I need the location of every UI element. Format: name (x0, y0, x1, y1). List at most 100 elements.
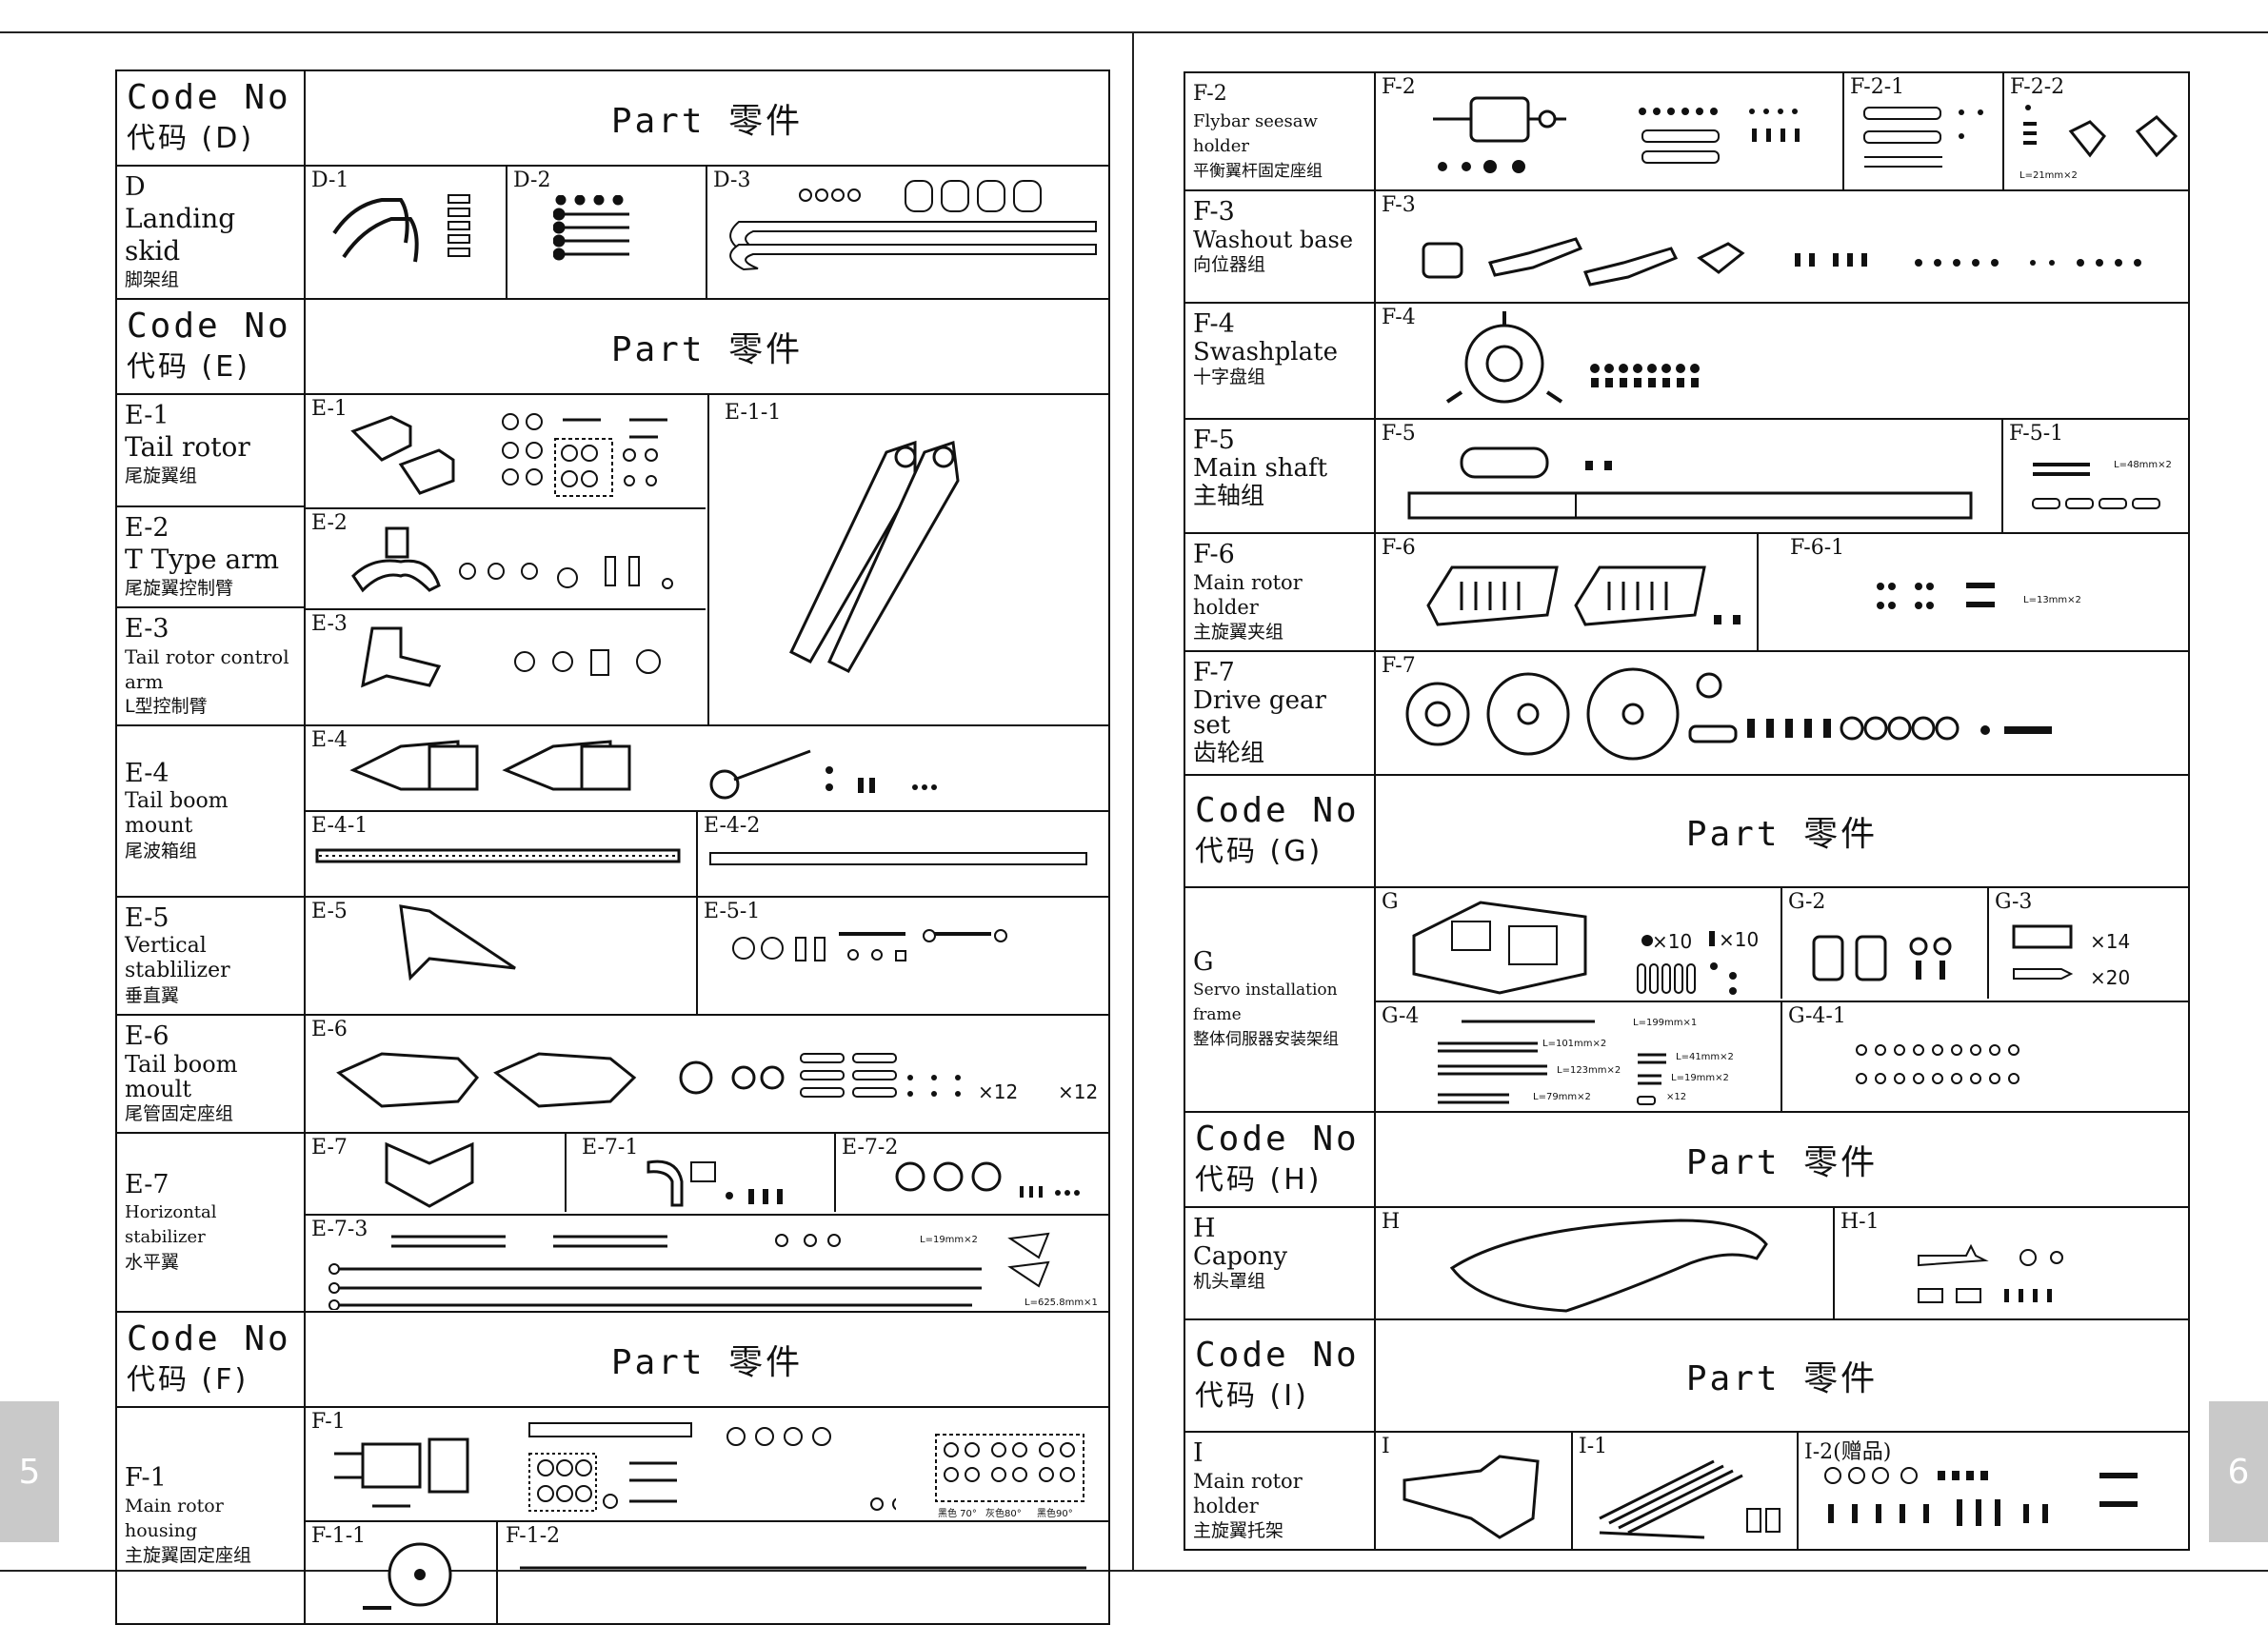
row-label-f6: F-6 Main rotor holder 主旋翼夹组 (1184, 532, 1376, 652)
part-header-i: Part 零件 (1374, 1318, 2190, 1433)
cell-label-f1-2: F-1-2 (506, 1524, 561, 1548)
cell-label-g4: G-4 (1382, 1004, 1420, 1028)
code-header-h: Code No 代码 (H) (1184, 1111, 1376, 1208)
row-cells-f1: F-1 F-1-1 F-1-2 黑色 70° 灰色80° 黑色90° (304, 1406, 1110, 1625)
rotor-holder-stand-illustration (1403, 1455, 1540, 1539)
note-e7-rod-625mm: L=625.8mm×1 (1025, 1298, 1098, 1308)
cell-label-g3: G-3 (1995, 890, 2033, 914)
cell-label-f1: F-1 (311, 1410, 346, 1434)
code-header-f: Code No 代码 (F) (115, 1311, 306, 1408)
code-header-g: Code No 代码 (G) (1184, 774, 1376, 888)
l-control-arm-illustration (361, 626, 661, 688)
cell-label-h: H (1382, 1210, 1401, 1234)
row-label-e6: E-6 Tail boom moult 尾管固定座组 (115, 1014, 306, 1134)
cell-label-i1: I-1 (1579, 1435, 1608, 1458)
servo-frame-spacers-illustration (1812, 935, 1952, 981)
row-label-f7: F-7 Drive gear set 齿轮组 (1184, 650, 1376, 776)
cell-label-f4: F-4 (1382, 306, 1416, 329)
note-f1-black-90: 黑色90° (1037, 1509, 1073, 1519)
qty-g3-plates: ×14 (2090, 930, 2131, 953)
tail-boom-holder-illustration (336, 1052, 961, 1108)
part-header-h: Part 零件 (1374, 1111, 2190, 1208)
row-cells-f6: F-6 F-6-1 L=13mm×2 (1374, 532, 2190, 652)
cell-label-h1: H-1 (1840, 1210, 1880, 1234)
note-e7-rod-19mm: L=19mm×2 (920, 1235, 978, 1245)
row-label-f5: F-5 Main shaft 主轴组 (1184, 418, 1376, 534)
top-border (0, 31, 2268, 33)
row-label-e4: E-4 Tail boom mount 尾波箱组 (115, 724, 306, 898)
cell-label-e1: E-1 (311, 397, 348, 421)
qty-e6-washers: ×12 (1058, 1080, 1099, 1103)
landing-skid-bolts-illustration (553, 195, 629, 261)
row-label-g: G Servo installation frame 整体伺服器安装架组 (1184, 886, 1376, 1113)
cell-label-d2: D-2 (513, 168, 551, 192)
note-g4-199mm: L=199mm×1 (1633, 1018, 1698, 1028)
note-g4-101mm: L=101mm×2 (1542, 1039, 1607, 1049)
servo-linkage-rods-illustration (1438, 1020, 1666, 1105)
tail-control-rods-illustration (328, 1232, 1050, 1310)
row-cells-e5: E-5 E-5-1 (304, 896, 1110, 1016)
qty-g3-screws: ×20 (2090, 966, 2131, 989)
row-cells-f2: F-2 F-2-1 F-2-2 L=21mm×2 (1374, 71, 2190, 191)
row-cells-e7: E-7 E-7-1 E-7-2 E-7-3 L=19mm×2 (304, 1132, 1110, 1313)
row-label-h: H Capony 机头罩组 (1184, 1206, 1376, 1320)
washout-base-illustration (1422, 237, 2141, 287)
note-g4-19mm: L=19mm×2 (1671, 1073, 1729, 1083)
flybar-seesaw-illustration (1433, 96, 1800, 173)
main-rotor-holder-hardware-illustration (1877, 583, 1995, 609)
note-f6-13mm: L=13mm×2 (2023, 595, 2081, 605)
landing-skid-struts-illustration (332, 194, 470, 263)
cell-label-i: I (1382, 1435, 1390, 1458)
row-label-i: I Main rotor holder 主旋翼托架 (1184, 1431, 1376, 1551)
code-header-e: Code No 代码 (E) (115, 298, 306, 395)
left-parts-table: Code No 代码 (D) Part 零件 D Landing skid 脚架… (115, 69, 1110, 1625)
qty-g-washers: ×10 (1652, 930, 1693, 953)
cell-label-e5-1: E-5-1 (704, 900, 761, 923)
row-label-f1: F-1 Main rotor housing 主旋翼固定座组 (115, 1406, 306, 1625)
main-rotor-housing-illustration (334, 1422, 896, 1512)
row-cells-f3: F-3 (1374, 189, 2190, 304)
cell-label-e4: E-4 (311, 728, 348, 752)
qty-g-screws: ×10 (1719, 928, 1760, 951)
qty-e6-bolts: ×12 (978, 1080, 1019, 1103)
cell-label-g: G (1382, 890, 1399, 914)
cell-label-f2-2: F-2-2 (2010, 75, 2065, 99)
washout-disc-illustration (363, 1542, 452, 1610)
t-type-arm-illustration (351, 526, 673, 593)
main-rotor-holder-illustration (1426, 565, 1741, 626)
cell-label-e1-1: E-1-1 (725, 401, 782, 425)
note-f1-black-70: 黑色 70° (938, 1509, 977, 1519)
row-label-e1: E-1 Tail rotor 尾旋翼组 (115, 393, 306, 507)
part-header-e: Part 零件 (304, 298, 1110, 395)
bearing-set-illustration (935, 1434, 1084, 1502)
note-g4-qty-12: ×12 (1666, 1092, 1687, 1102)
cell-label-g2: G-2 (1788, 890, 1826, 914)
flybar-arms-illustration (1863, 107, 1983, 168)
row-label-f4: F-4 Swashplate 十字盘组 (1184, 302, 1376, 420)
cell-label-e6: E-6 (311, 1018, 348, 1041)
row-label-f2: F-2 Flybar seesaw holder 平衡翼杆固定座组 (1184, 71, 1376, 191)
page-spine (1132, 31, 1134, 1572)
tail-boom-mount-illustration (349, 740, 937, 800)
cell-label-e7-2: E-7-2 (842, 1136, 899, 1159)
cell-label-g4-1: G-4-1 (1788, 1004, 1846, 1028)
cell-label-e3: E-3 (311, 612, 348, 636)
row-cells-g: G G-2 G-3 G-4 G-4-1 ×10 ×10 (1374, 886, 2190, 1113)
cell-label-e4-1: E-4-1 (311, 814, 368, 838)
row-label-d: D Landing skid 脚架组 (115, 165, 306, 300)
note-g4-123mm: L=123mm×2 (1557, 1065, 1621, 1076)
cell-label-e7: E-7 (311, 1136, 348, 1159)
note-f5-48mm: L=48mm×2 (2114, 460, 2172, 470)
canopy-illustration (1449, 1219, 1768, 1313)
swashplate-illustration (1445, 311, 1700, 404)
row-label-e5: E-5 Vertical stablilizer 垂直翼 (115, 896, 306, 1016)
note-f1-grey-80: 灰色80° (985, 1509, 1022, 1519)
page-number-right: 6 (2209, 1401, 2268, 1542)
cell-label-f1-1: F-1-1 (311, 1524, 367, 1548)
horizontal-stabilizer-illustration (385, 1141, 474, 1208)
part-header-g: Part 零件 (1374, 774, 2190, 888)
note-g4-79mm: L=79mm×2 (1533, 1092, 1591, 1102)
note-g4-41mm: L=41mm×2 (1676, 1052, 1734, 1062)
main-shaft-pins-illustration (2032, 463, 2160, 509)
bottom-border (0, 1570, 2268, 1572)
